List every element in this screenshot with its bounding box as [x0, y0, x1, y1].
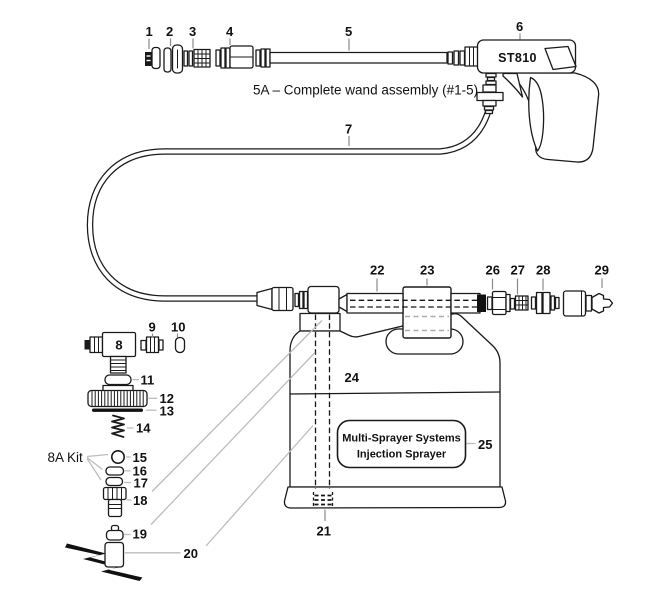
part-label-26: 26 [486, 263, 500, 278]
part-1-plug [145, 46, 161, 70]
part-13-gasket [92, 408, 143, 412]
part-label-18: 18 [133, 493, 147, 508]
part-label-9: 9 [149, 320, 156, 335]
part-label-6: 6 [516, 19, 523, 34]
part-20-strainer [104, 541, 125, 568]
part-9-fitting [140, 336, 164, 354]
part-label-19: 19 [133, 527, 147, 542]
part-label-22: 22 [370, 263, 384, 278]
tube-seal [477, 294, 486, 312]
jug-base [283, 486, 507, 509]
part-label-21: 21 [317, 524, 331, 539]
kit-label: 8A Kit [48, 450, 84, 465]
part-label-7: 7 [345, 122, 352, 137]
part-label-14: 14 [136, 421, 151, 436]
injector-body-block [307, 285, 340, 314]
part-label-5: 5 [345, 24, 352, 39]
wand-tube [255, 48, 448, 68]
part-label-24: 24 [345, 370, 360, 385]
part-16-washer [105, 466, 125, 476]
part-27-barb [509, 295, 529, 311]
part-18-check-valve [102, 486, 127, 518]
jug-label-line1: Multi-Sprayer Systems [342, 433, 461, 445]
spray-gun: ST810 [447, 39, 600, 163]
leader-lines [86, 33, 603, 554]
part-label-12: 12 [160, 391, 174, 406]
part-label-1: 1 [146, 24, 153, 39]
part-label-2: 2 [166, 24, 173, 39]
part-label-3: 3 [189, 24, 196, 39]
hose [86, 108, 492, 302]
part-label-29: 29 [595, 263, 609, 278]
leader-20-to-jug [205, 425, 314, 547]
tube-break-bolt [65, 543, 143, 581]
part-label-15: 15 [133, 450, 147, 465]
part-labels: 1 2 3 4 5 6 7 9 10 11 12 13 14 15 16 17 … [48, 19, 609, 561]
leader-18-to-jug [151, 320, 323, 492]
part-label-23: 23 [420, 263, 434, 278]
gun-inlet-fittings [476, 72, 504, 115]
part-28-fitting [530, 291, 560, 315]
part-2-grommet [163, 44, 184, 74]
part-label-25: 25 [478, 437, 492, 452]
part-29-quick-connect [562, 290, 614, 317]
part-17-washer [105, 476, 124, 487]
part-15-o-ring [111, 449, 126, 464]
gun-model-text: ST810 [498, 51, 537, 65]
part-label-27: 27 [511, 263, 525, 278]
gun-trigger-guard [502, 72, 524, 98]
gun-trigger [528, 76, 545, 152]
part-label-20: 20 [184, 546, 198, 561]
jug-label-plate [336, 419, 467, 469]
gun-badge-window [544, 45, 577, 71]
part-8-metering-valve: 8 [84, 331, 137, 374]
assembly-note: 5A – Complete wand assembly (#1-5) [253, 83, 478, 98]
leader-19-to-jug [150, 352, 316, 525]
part-label-11: 11 [141, 373, 155, 388]
jug-label-line2: Injection Sprayer [357, 449, 447, 461]
dip-tube-strainer [312, 492, 334, 507]
part-4-coupler [215, 45, 254, 69]
part-label-4: 4 [226, 24, 234, 39]
part-10-o-ring [174, 336, 186, 354]
part-12-knurled-cap [87, 384, 148, 408]
jug-seam [289, 391, 501, 395]
jug: Multi-Sprayer Systems Injection Sprayer [283, 312, 507, 509]
part-14-spring [111, 414, 125, 438]
part-label-10: 10 [171, 320, 185, 335]
part-label-16: 16 [133, 464, 147, 479]
injector-tube [346, 292, 481, 314]
part-label-13: 13 [160, 404, 174, 419]
part-label-28: 28 [536, 263, 550, 278]
dip-tube [314, 314, 331, 489]
part-11-stem [104, 374, 132, 386]
hose-end-fittings [256, 286, 309, 312]
injector-cone [338, 293, 348, 313]
part-label-8: 8 [115, 338, 122, 353]
part-26-nut [486, 290, 511, 316]
gun-muzzle-fitting [447, 46, 479, 67]
part-19-cap [105, 524, 124, 541]
part-label-17: 17 [134, 476, 148, 491]
part-3-threaded-barb [183, 48, 211, 68]
